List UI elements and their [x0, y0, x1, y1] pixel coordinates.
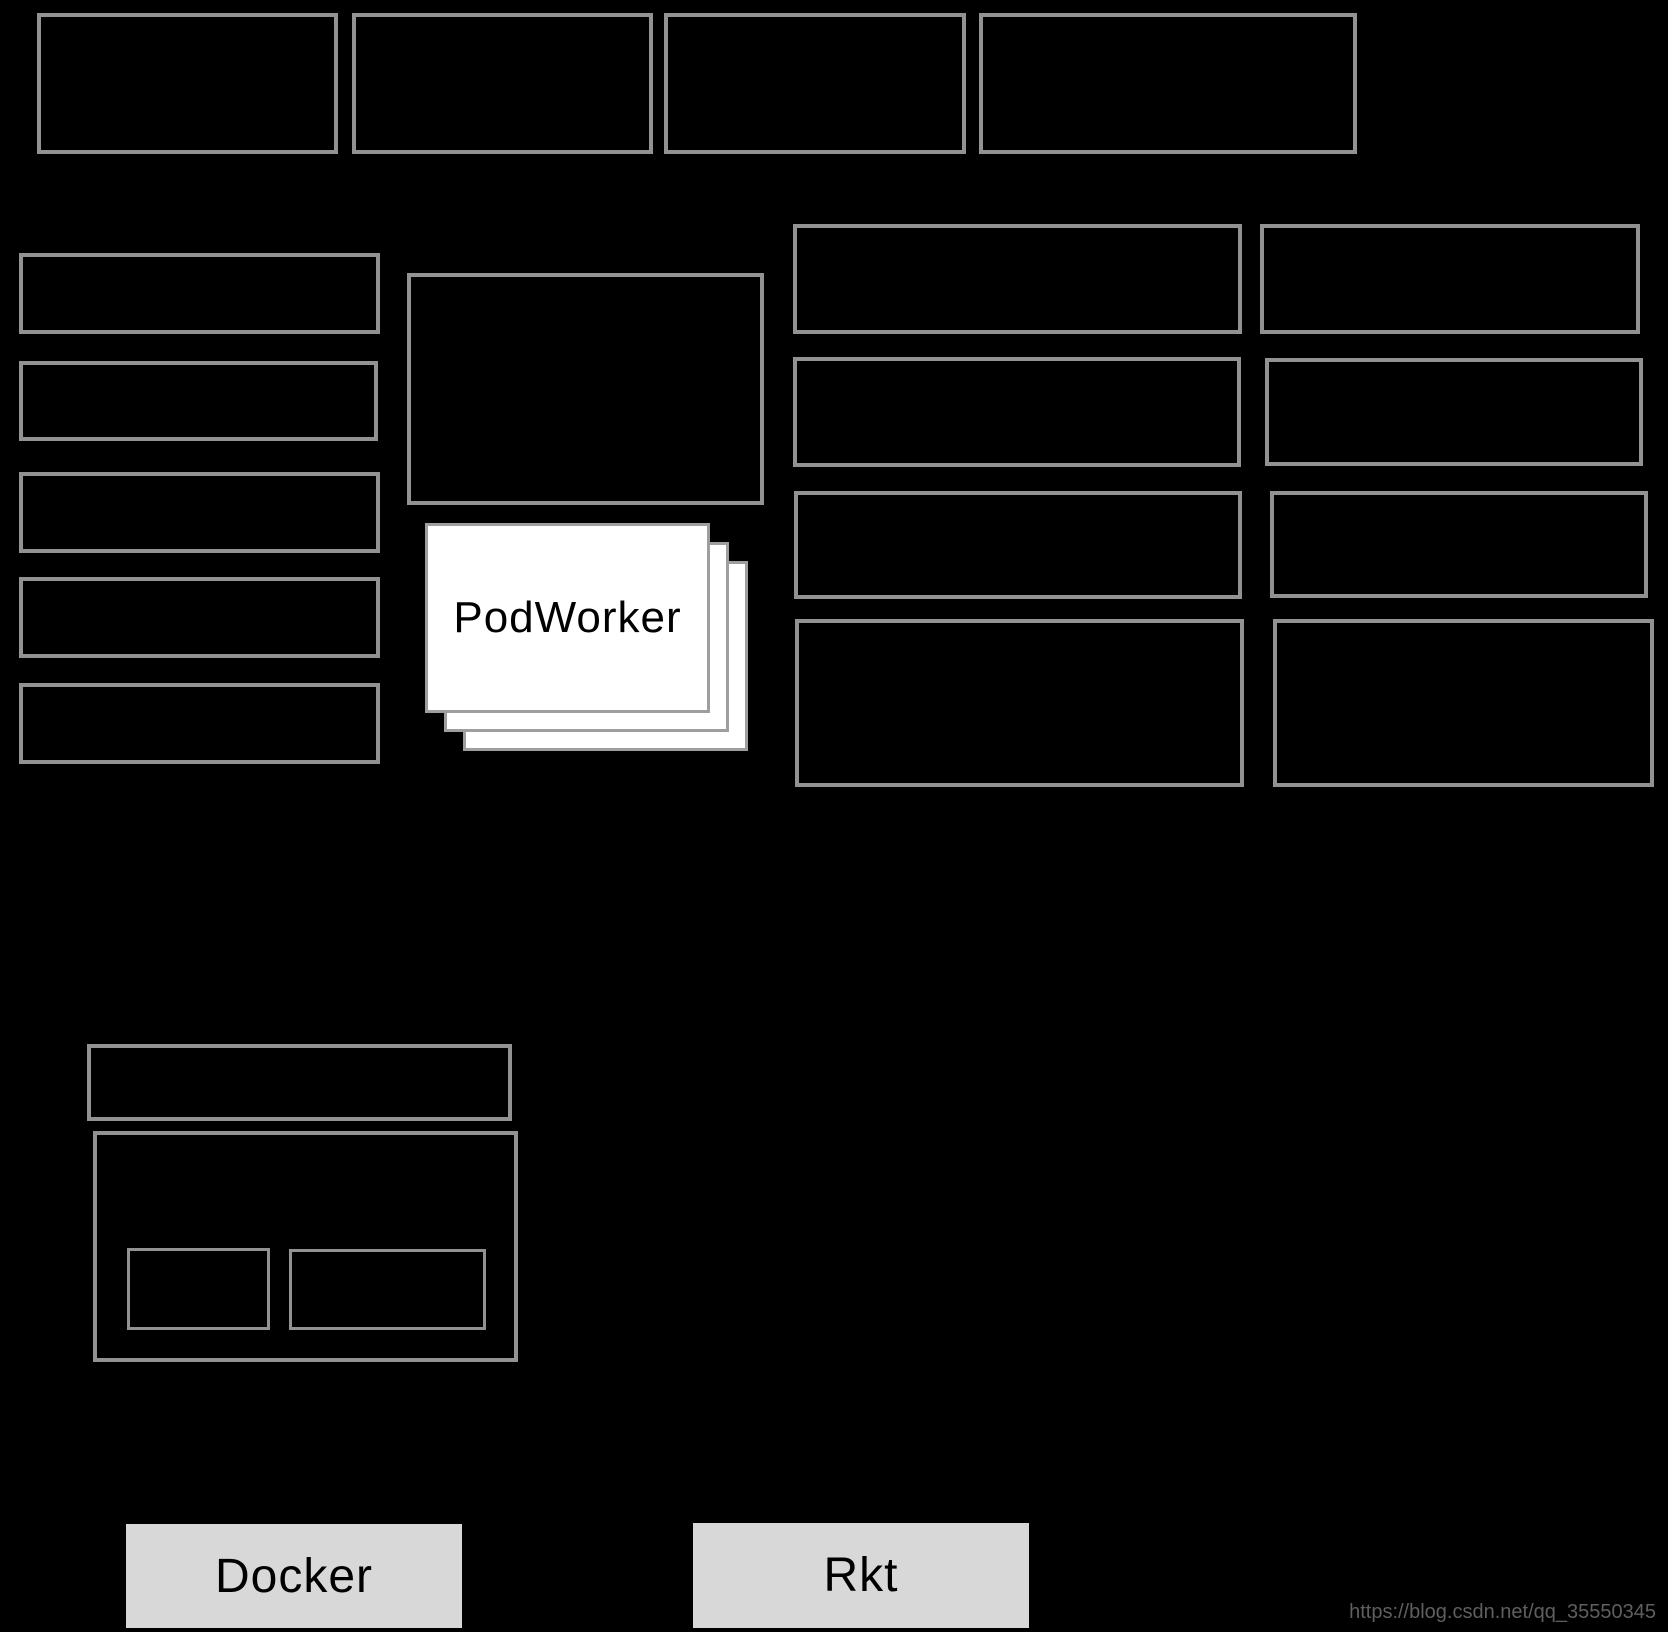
middle-column-box-1 [793, 224, 1242, 334]
top-row-box-1 [37, 13, 338, 154]
podworker-card: PodWorker [425, 523, 710, 713]
podworker-label: PodWorker [453, 593, 682, 642]
watermark-text: https://blog.csdn.net/qq_35550345 [1349, 1601, 1656, 1623]
left-column-box-3 [19, 472, 380, 553]
center-box [407, 273, 764, 505]
top-row-box-3 [664, 13, 966, 154]
right-column-box-3 [1270, 491, 1648, 598]
rkt-box: Rkt [693, 1523, 1029, 1628]
left-column-box-5 [19, 683, 380, 764]
top-row-box-2 [352, 13, 653, 154]
right-column-box-1 [1260, 224, 1640, 334]
middle-column-box-2 [793, 357, 1241, 467]
left-column-box-4 [19, 577, 380, 658]
left-column-box-1 [19, 253, 380, 334]
docker-label: Docker [214, 1549, 374, 1603]
top-row-box-4 [979, 13, 1357, 154]
rkt-label: Rkt [823, 1549, 899, 1602]
right-column-box-4 [1273, 619, 1654, 787]
right-column-box-2 [1265, 358, 1643, 466]
middle-column-box-4 [795, 619, 1244, 787]
docker-box: Docker [126, 1524, 462, 1628]
group-inner-box-1 [127, 1248, 270, 1330]
left-column-box-2 [19, 361, 378, 441]
group-title-box [87, 1044, 512, 1121]
group-inner-box-2 [289, 1249, 486, 1330]
middle-column-box-3 [794, 491, 1242, 599]
